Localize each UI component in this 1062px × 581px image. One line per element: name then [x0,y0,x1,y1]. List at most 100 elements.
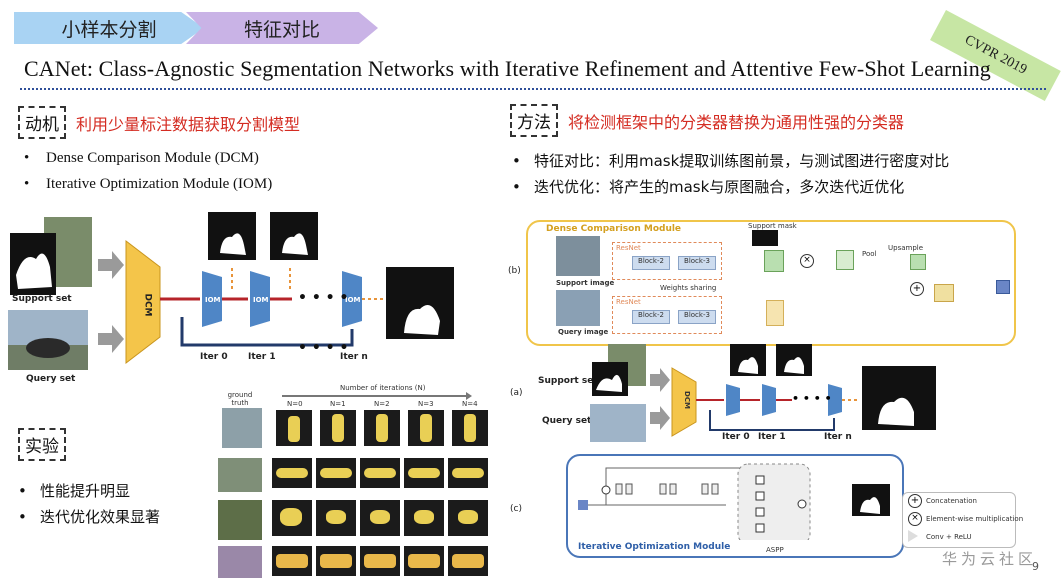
left-bullet-text: Iterative Optimization Module (IOM) [46,176,273,192]
iom-conv [711,483,719,495]
dcm-title: Dense Comparison Module [546,224,682,234]
left-architecture-diagram [8,212,454,370]
iom-label: IOM [253,296,269,304]
iter-0-label-right: Iter 0 [722,432,750,442]
iom-conv [701,483,709,495]
iter0-mask-shape [220,233,246,255]
left-bullet-text: Dense Comparison Module (DCM) [46,150,259,166]
iter-0-label: Iter 0 [200,352,228,362]
query-arrow-right-icon [650,406,670,430]
iom-conv [625,483,633,495]
right-bullet-text: 迭代优化：将产生的mask与原图融合，多次迭代近优化 [534,178,905,196]
right-bullet: •迭代优化：将产生的mask与原图融合，多次迭代近优化 [512,178,905,196]
left-bullet: •Iterative Optimization Module (IOM) [24,176,273,192]
weights-sharing-label: Weights sharing [660,284,717,292]
pool-label: Pool [862,250,877,258]
dcm-label: DCM [142,293,153,317]
support-arrow-right-icon [650,368,670,392]
block2-query: Block-2 [632,310,670,324]
page-title: CANet: Class-Agnostic Segmentation Netwo… [24,56,991,81]
gt-image [218,500,262,540]
result-cell [272,500,312,536]
iter-dots-right: • • • • [792,392,832,405]
iom-input-cube [578,500,588,510]
iom-block-right-1 [762,384,776,416]
experiment-bullet-text: 迭代优化效果显著 [40,508,161,526]
aspp-branch [755,523,765,533]
iom-block-n [342,271,362,327]
result-cell [316,458,356,488]
result-cell [448,500,488,536]
support-image-label: Support image [556,279,615,287]
results-grid [214,408,494,580]
result-cell [408,410,444,446]
aspp-branch [755,507,765,517]
result-cell [364,410,400,446]
support-set-label: Support set [12,294,72,304]
watermark: 华为云社区 [942,550,1038,568]
legend-concatenation: Concatenation [926,497,977,505]
iom-label: IOM [205,296,221,304]
results-col-label: N=4 [462,400,478,408]
dcm-output-cube [996,280,1010,294]
breadcrumb-feature-comparison[interactable]: 特征对比 [186,12,378,44]
breadcrumb-few-shot-segmentation[interactable]: 小样本分割 [14,12,204,44]
iom-output-mask-shape [860,497,880,514]
final-mask-shape [404,305,440,335]
result-cell [272,458,312,488]
title-divider [20,88,1046,90]
panel-b-label: (b) [508,266,521,276]
panel-c-label: (c) [510,504,522,514]
dcm-block-right [671,367,697,437]
iom-conv [659,483,667,495]
support-feature-cube [764,250,784,272]
motivation-row: 动机 利用少量标注数据获取分割模型 [18,106,300,139]
iom-title: Iterative Optimization Module [578,542,731,552]
conv-relu-icon [908,530,918,542]
support-set-label-right: Support set [538,376,598,386]
gt-image [222,408,262,448]
upsampled-cube [910,254,926,270]
iom-block-1 [250,271,270,327]
page-number: 9 [1032,560,1039,573]
iom-conv [615,483,623,495]
aspp-label: ASPP [766,546,784,554]
right-bullet: •特征对比：利用mask提取训练图前景，与测试图进行密度对比 [512,152,950,170]
iom-block-right-n [828,384,842,416]
support-image [556,236,600,276]
multiply-icon: × [800,254,814,268]
result-cell [452,410,488,446]
iter1-mask-right-shape [784,357,804,374]
gt-image [218,458,262,492]
result-cell [272,546,312,576]
overall-architecture-diagram [590,344,936,442]
query-image [556,290,600,326]
legend-multiplication: Element-wise multiplication [926,515,1024,523]
ground-truth-label: ground truth [227,391,253,407]
results-header-arrow [282,392,472,400]
method-label: 方法 [510,104,558,137]
iom-concat-circle [601,485,611,495]
iom-block-0 [202,271,222,327]
support-mask-shape [16,253,52,289]
iter-dots-bottom: • • • • [298,340,349,356]
resnet-label: ResNet [616,298,641,306]
iter-1-label-right: Iter 1 [758,432,786,442]
query-motorbike [26,338,70,358]
result-cell [448,458,488,488]
query-image-label: Query image [558,328,609,336]
iom-label: IOM [345,296,361,304]
results-col-label: N=2 [374,400,390,408]
resnet-box-support [612,242,722,280]
feedback-line-right [709,410,835,431]
method-row: 方法 将检测框架中的分类器替换为通用性强的分类器 [510,104,904,137]
concat-icon: + [910,282,924,296]
panel-a-label: (a) [510,388,523,398]
multiplication-icon: × [908,512,922,526]
experiment-bullet: •性能提升明显 [18,482,131,500]
iter1-mask-shape [282,233,308,255]
iter-n-label-right: Iter n [824,432,852,442]
method-text: 将检测框架中的分类器替换为通用性强的分类器 [568,112,905,132]
feedback-line [180,317,354,347]
result-cell [360,546,400,576]
